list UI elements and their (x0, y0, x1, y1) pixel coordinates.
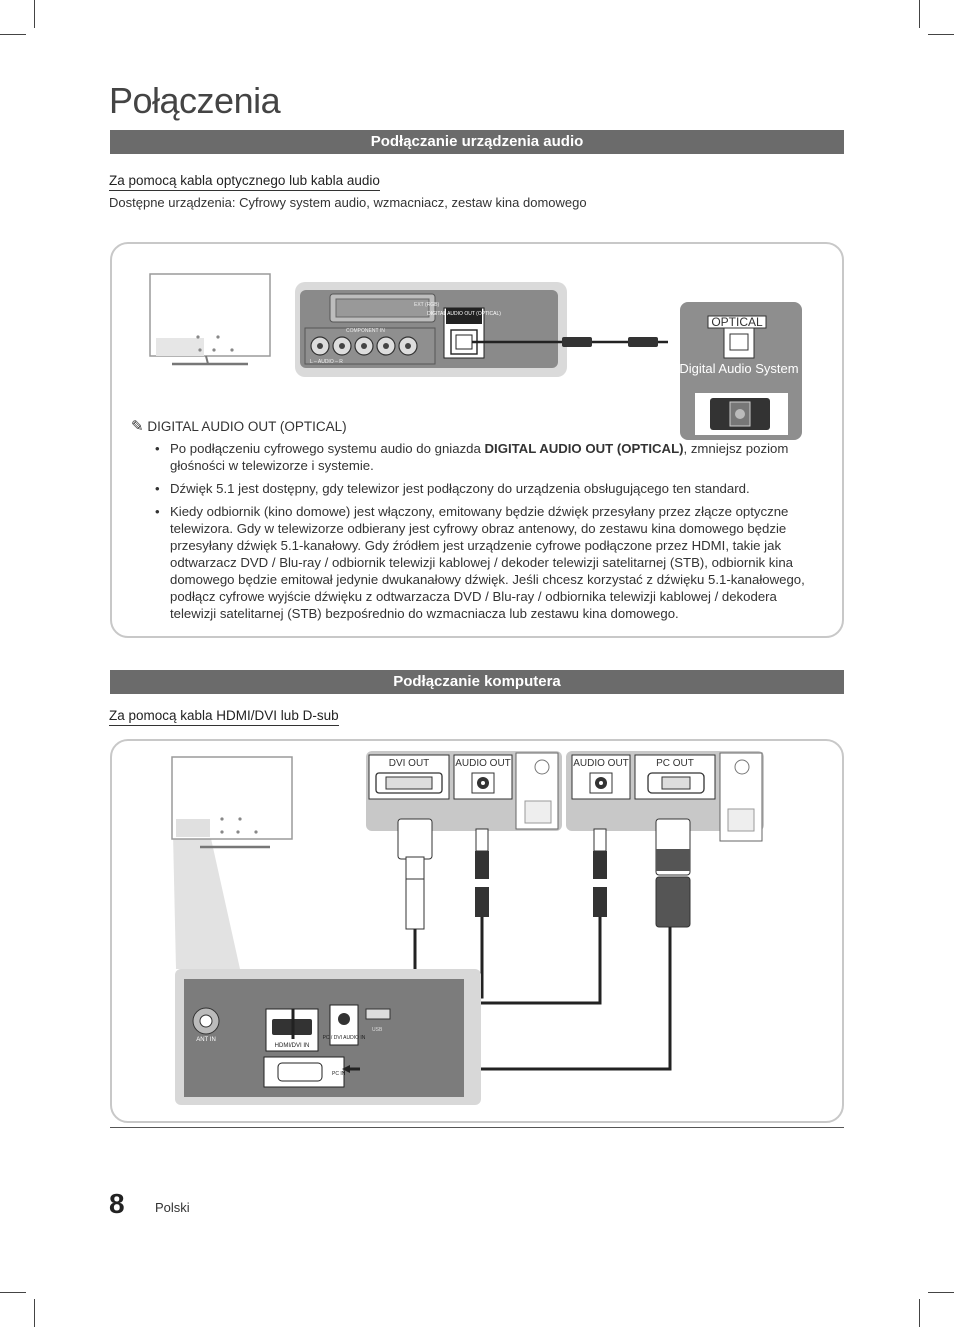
bullet-bold-text: DIGITAL AUDIO OUT (OPTICAL) (484, 441, 684, 456)
page-number: 8 (109, 1188, 125, 1219)
sub-heading-hdmi: Za pomocą kabla HDMI/DVI lub D-sub (109, 708, 339, 726)
note-title: ✎ DIGITAL AUDIO OUT (OPTICAL) (131, 417, 347, 435)
footer-rule (110, 1127, 844, 1128)
crop-mark (928, 34, 954, 35)
sub-heading-optical: Za pomocą kabla optycznego lub kabla aud… (109, 173, 380, 191)
bullet-icon: • (155, 504, 160, 519)
crop-mark (0, 34, 26, 35)
bullet-text-suffix: , zmniejsz poziom głośności w telewizorz… (170, 441, 789, 473)
optical-connection-diagram: COMPONENT IN L – AUDIO – R EXT (RGB) DIG… (149, 273, 802, 440)
bullet-icon: • (155, 441, 160, 456)
audio-out-label-left: AUDIO OUT (455, 758, 511, 769)
optical-port-label: OPTICAL (711, 315, 763, 329)
ext-rgb-label: EXT (RGB) (414, 302, 440, 308)
audio-out-label-right: AUDIO OUT (573, 758, 629, 769)
pc-dvi-audio-in-label: PC / DVI AUDIO IN (323, 1035, 366, 1041)
crop-mark (34, 1299, 35, 1327)
page-title: Połączenia (109, 80, 281, 121)
device-name-line: Digital Audio System (679, 361, 798, 376)
digital-audio-out-label: DIGITAL AUDIO OUT (OPTICAL) (427, 311, 501, 317)
list-item: • Kiedy odbiornik (kino domowe) jest włąc… (155, 503, 820, 622)
note-bullet-list: • Po podłączeniu cyfrowego systemu audio … (155, 440, 820, 628)
pc-connection-diagram: DVI OUT AUDIO OUT AUDIO OUT PC OUT (171, 751, 764, 1105)
hdmi-dvi-in-label: HDMI/DVI IN (275, 1043, 310, 1049)
pc-in-label: PC IN (332, 1071, 346, 1077)
pc-back-panel-dsub: AUDIO OUT PC OUT (566, 751, 764, 842)
pc-out-label: PC OUT (656, 758, 694, 769)
available-devices-text: Dostępne urządzenia: Cyfrowy system audi… (109, 195, 587, 210)
pc-back-panel-dvi: DVI OUT AUDIO OUT (366, 751, 562, 831)
audio-lr-label: L – AUDIO – R (310, 359, 343, 365)
crop-mark (0, 1292, 26, 1293)
tv-back-panel: ANT IN HDMI/DVI IN PC / DVI AUDIO IN USB… (175, 969, 481, 1105)
usb-label: USB (372, 1027, 383, 1033)
crop-mark (928, 1292, 954, 1293)
ant-in-label: ANT IN (196, 1037, 216, 1043)
tv-illustration (149, 273, 271, 366)
svg-text:Digital Audio System: Digital Audio System (679, 361, 798, 376)
crop-mark (919, 0, 920, 28)
section-bar-audio: Podłączanie urządzenia audio (110, 130, 844, 154)
digital-audio-system-device: OPTICAL Digital Audio System (679, 302, 802, 440)
bullet-text: Kiedy odbiornik (kino domowe) jest włącz… (170, 504, 805, 621)
list-item: • Po podłączeniu cyfrowego systemu audio … (155, 440, 820, 474)
bullet-text: Dźwięk 5.1 jest dostępny, gdy telewizor … (170, 481, 750, 496)
tv-illustration (171, 756, 293, 849)
dvi-out-label: DVI OUT (389, 758, 430, 769)
note-pencil-icon: ✎ (131, 418, 144, 435)
component-in-label: COMPONENT IN (346, 328, 385, 334)
bullet-text: Po podłączeniu cyfrowego systemu audio d… (170, 441, 485, 456)
crop-mark (919, 1299, 920, 1327)
crop-mark (34, 0, 35, 28)
note-title-text: DIGITAL AUDIO OUT (OPTICAL) (147, 419, 347, 434)
section-bar-pc: Podłączanie komputera (110, 670, 844, 694)
bullet-icon: • (155, 481, 160, 496)
page-language: Polski (155, 1200, 190, 1215)
list-item: • Dźwięk 5.1 jest dostępny, gdy telewizor… (155, 480, 820, 497)
